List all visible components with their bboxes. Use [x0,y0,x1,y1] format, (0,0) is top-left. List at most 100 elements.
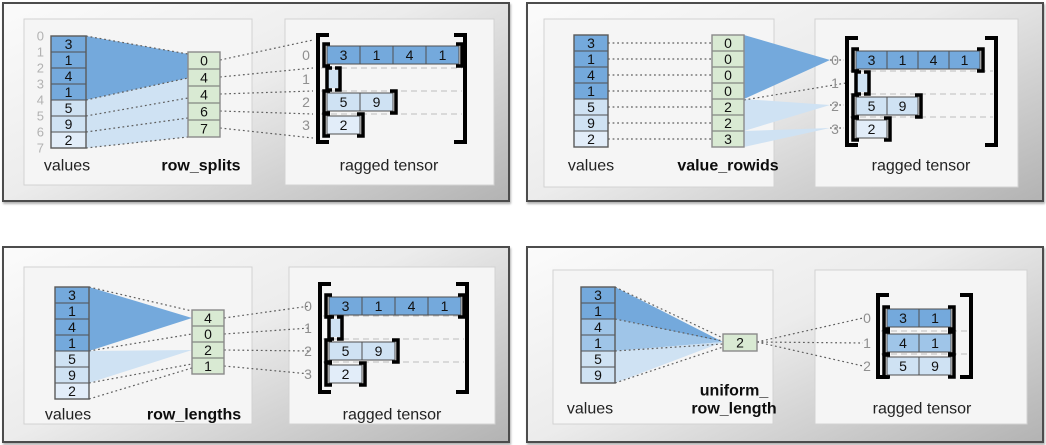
param-column-outline [191,309,225,375]
dotted-connector-line [219,39,314,61]
method-label: row_length [691,401,776,418]
tensor-cell [855,119,888,139]
funnel-shape-dark [89,287,192,351]
ragged-tensor-label: ragged tensor [340,158,439,175]
param-cell-text: 6 [200,103,208,119]
dotted-connector-line [223,327,311,335]
funnel-shape-light [86,78,188,148]
funnel-shape-light [744,99,830,131]
tensor-empty-row-fill [328,319,343,337]
tensor-cell-text: 4 [930,52,938,68]
funnel-shape-medium [615,319,723,351]
param-cell-text: 2 [736,334,744,350]
tensor-cell [918,333,952,353]
tensor-cell-text: 4 [406,47,414,63]
tensor-cell-text: 4 [899,335,907,351]
dotted-connector-line [88,286,193,312]
method-label: uniform_ [700,383,770,400]
values-column-outline [580,286,616,384]
values-cell-text: 1 [65,84,73,100]
tensor-cell-text: 3 [342,298,350,314]
values-cell-text: 1 [594,335,602,351]
tensor-row-index: 1 [831,75,839,91]
tensor-row-right-bracket [456,42,464,68]
funnel-shape-dark [86,36,188,100]
tensor-cell [918,308,952,328]
values-cell-text: 3 [65,36,73,52]
tensor-cell-text: 2 [342,366,350,382]
param-cell-text: 7 [200,120,208,136]
values-label: values [44,158,90,175]
tensor-row-left-bracket [851,116,859,142]
tensor-row-index: 2 [304,343,312,359]
values-cell-text: 9 [65,116,73,132]
tensor-row-left-bracket [882,305,890,331]
tensor-row-right-bracket [390,89,398,115]
values-cell-text: 3 [594,287,602,303]
tensor-cell-text: 1 [961,52,969,68]
dotted-connector-line [614,346,724,384]
values-cell-text: 1 [594,303,602,319]
tensor-row-right-bracket [884,116,892,142]
tensor-row-index: 0 [304,298,312,314]
tensor-cell [427,296,462,316]
param-cell-text: 2 [724,115,732,131]
tensor-empty-row-fill [855,74,870,92]
values-label: values [568,158,614,175]
tensor-empty-row-fill [326,70,341,88]
values-cell-text: 1 [68,335,76,351]
param-cell-text: 2 [724,99,732,115]
values-cell-text: 5 [594,351,602,367]
tensor-cell-text: 1 [441,298,449,314]
param-cell-text: 0 [724,51,732,67]
tensor-cell-text: 2 [868,121,876,137]
tensor-outer-right-bracket [454,33,467,144]
tensor-cell-text: 9 [373,94,381,110]
tensor-row-left-bracket [324,361,332,387]
tensor-cell-text: 5 [340,94,348,110]
tensor-row-right-bracket [335,66,342,92]
tensor-row-index: 0 [863,310,871,326]
tensor-cell-text: 9 [899,98,907,114]
dotted-connector-line [219,67,314,78]
param-cell-text: 4 [204,310,212,326]
tensor-cell-text: 5 [868,98,876,114]
dotted-connector-line [223,349,311,352]
dotted-connector-line [85,35,189,55]
tensor-row-index: 1 [304,320,312,336]
values-cell-text: 2 [65,132,73,148]
tensor-outer-left-bracket [845,36,858,147]
dotted-connector-line [223,305,311,319]
tensor-cell [948,50,981,70]
tensor-row-index: 3 [304,366,312,382]
tensor-cell-text: 1 [931,310,939,326]
values-cell-text: 1 [587,51,595,67]
values-cell-text: 4 [594,319,602,335]
ragged-tensor-label: ragged tensor [872,158,971,175]
tensor-outer-left-bracket [316,33,329,144]
tensor-cell [918,356,952,376]
tensor-row-index: 2 [831,98,839,114]
tensor-cell-text: 4 [408,298,416,314]
tensor-row-right-bracket [337,315,344,341]
tensor-cell-text: 1 [899,52,907,68]
values-cell-text: 3 [68,287,76,303]
dotted-connector-line [85,77,189,101]
tensor-cell-text: 3 [868,52,876,68]
method-label: row_splits [161,158,240,175]
values-label: values [45,407,91,424]
tensor-row-index: 1 [302,71,310,87]
tensor-cell-text: 3 [340,47,348,63]
tensor-row-right-bracket [392,338,400,364]
tensor-row-index: 2 [302,94,310,110]
values-cell-text: 1 [68,303,76,319]
tensor-cell-text: 9 [931,358,939,374]
tensor-row-index: 3 [302,117,310,133]
tensor-row-index: 1 [863,335,871,351]
values-cell-text: 4 [65,68,73,84]
